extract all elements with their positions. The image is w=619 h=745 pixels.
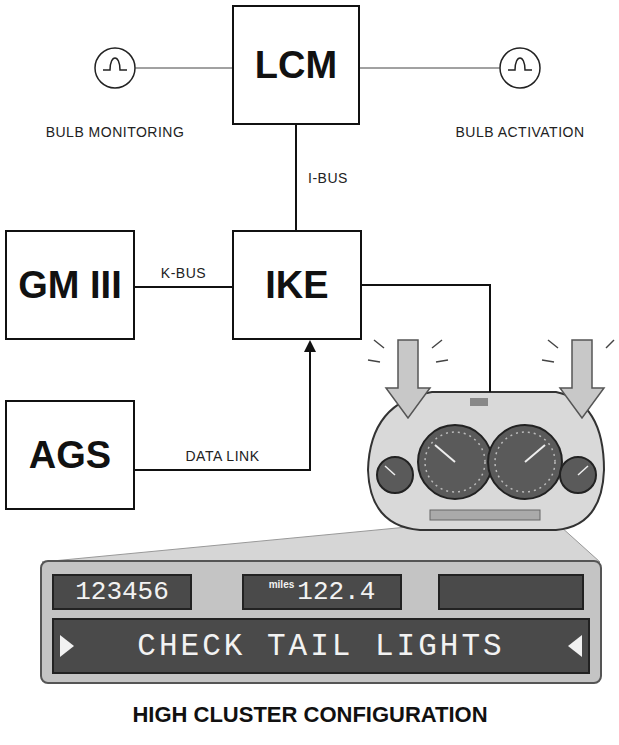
bus-connector: [296, 125, 297, 230]
bulb-wire: [135, 68, 232, 69]
bus-label: I-BUS: [306, 170, 350, 186]
bulb-label: BULB ACTIVATION: [453, 124, 586, 140]
bulb-filament: [103, 58, 127, 70]
odometer-field: 123456: [52, 574, 192, 610]
control-module-box: IKE: [232, 230, 362, 340]
bulb-symbol: [95, 48, 135, 88]
bulb-label: BULB MONITORING: [44, 124, 187, 140]
triangle-left: [60, 635, 74, 657]
blank-display-field: [438, 574, 584, 610]
control-module-box: AGS: [5, 400, 135, 510]
lcd-digits: 122.4: [297, 577, 375, 607]
bus-connector: [135, 287, 232, 288]
bus-line: [135, 350, 310, 470]
zoom-fan: [42, 526, 600, 562]
bus-label: DATA LINK: [183, 448, 261, 464]
diagram-caption: HIGH CLUSTER CONFIGURATION: [132, 702, 487, 728]
module-name: AGS: [29, 434, 111, 477]
control-module-box: LCM: [232, 5, 360, 125]
bus-label: K-BUS: [159, 265, 208, 281]
message-bar: CHECK TAIL LIGHTS: [52, 618, 590, 674]
control-module-box: GM III: [5, 230, 135, 340]
arrow-head: [304, 340, 316, 352]
bus-line: [295, 125, 297, 230]
trip-field: miles122.4: [242, 574, 402, 610]
display-panel: CHECK TAIL LIGHTS 123456 miles122.4: [40, 560, 602, 684]
cluster-wire: [362, 285, 490, 392]
triangle-right: [568, 635, 582, 657]
bus-connector: [135, 340, 316, 470]
lcd-digits: 123456: [75, 577, 169, 607]
bulb-symbol: [500, 48, 540, 88]
bus-line: [135, 286, 232, 288]
module-name: LCM: [255, 44, 337, 87]
module-name: GM III: [18, 264, 121, 307]
module-name: IKE: [265, 264, 328, 307]
bulb-filament: [508, 58, 532, 70]
warning-arrows: [386, 340, 604, 418]
check-control-message: CHECK TAIL LIGHTS: [137, 629, 504, 664]
unit-label: miles: [269, 579, 295, 590]
bulb-wire: [360, 68, 500, 69]
